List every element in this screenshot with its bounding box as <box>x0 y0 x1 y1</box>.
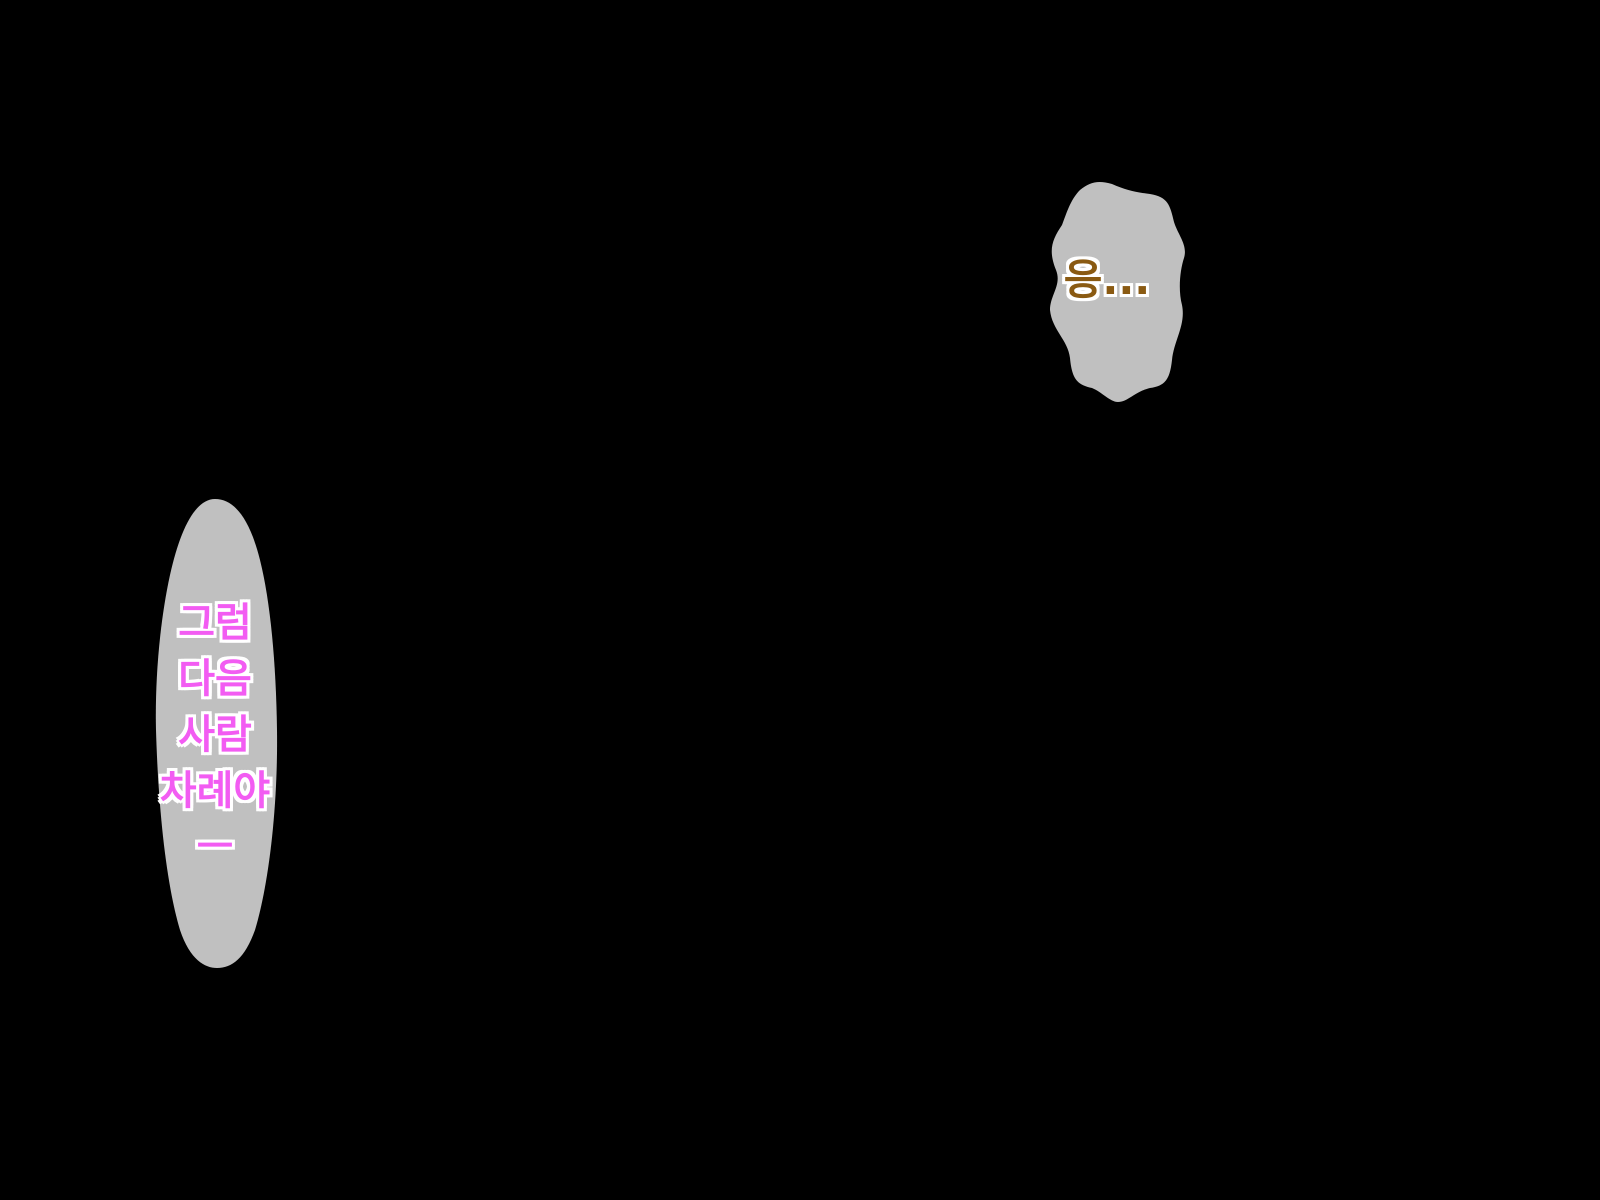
bubble-left-line: ㅡ <box>196 824 234 870</box>
bubble-left-text: 그럼 다음 사람 차례야 ㅡ <box>150 595 280 875</box>
bubble-right-text: 응... <box>1063 255 1151 304</box>
bubble-left-line: 차례야 <box>159 768 271 814</box>
wavy-speech-bubble <box>1050 182 1185 402</box>
oval-speech-bubble <box>155 499 278 968</box>
bubble-left-line: 그럼 <box>178 600 252 646</box>
bubble-left-line: 다음 <box>178 656 252 702</box>
bubble-left-line: 사람 <box>178 712 252 758</box>
